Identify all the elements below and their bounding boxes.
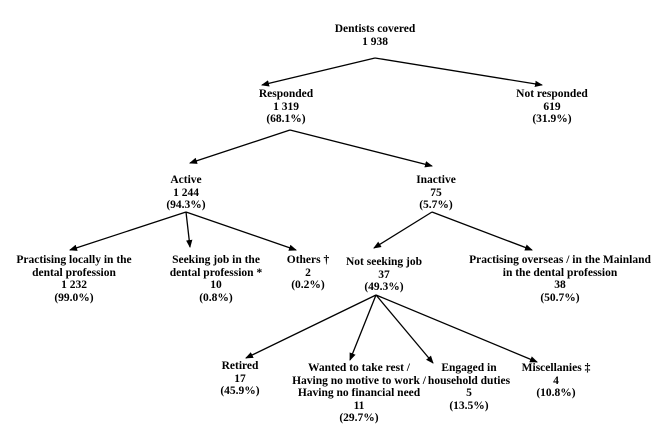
arrow-active-to-practising-locally [69,211,187,251]
arrow-active-to-others [185,211,297,251]
arrow-responded-to-inactive [289,129,433,168]
arrow-not-seeking-to-wanted-rest [349,294,377,361]
node-not-seeking-job: Not seeking job 37 (49.3%) [345,256,423,293]
node-wanted-rest: Wanted to take rest / Having no motive t… [292,362,426,424]
node-miscellanies: Miscellanies ‡ 4 (10.8%) [521,362,591,399]
node-dentists-covered: Dentists covered 1 938 [334,23,416,48]
node-not-responded: Not responded 619 (31.9%) [516,88,588,125]
arrow-not-seeking-to-household-duties [375,294,434,364]
arrow-root-to-not-responded [374,57,543,88]
arrow-not-seeking-to-retired [245,294,377,359]
node-seeking-job: Seeking job in the dental profession * 1… [169,254,263,304]
node-responded: Responded 1 319 (68.1%) [258,88,314,125]
node-retired: Retired 17 (45.9%) [220,360,260,397]
arrow-active-to-seeking-job [185,211,193,248]
node-practising-overseas: Practising overseas / in the Mainland in… [469,254,651,304]
node-active: Active 1 244 (94.3%) [166,174,206,211]
arrow-root-to-responded [261,57,376,87]
arrow-inactive-to-not-seeking-job [373,211,433,249]
node-household-duties: Engaged in household duties 5 (13.5%) [427,362,511,412]
node-others: Others † 2 (0.2%) [286,254,330,291]
arrow-responded-to-active [189,129,291,164]
node-inactive: Inactive 75 (5.7%) [416,174,456,211]
node-practising-locally: Practising locally in the dental profess… [16,254,132,304]
arrow-inactive-to-practising-overseas [431,211,533,251]
arrow-not-seeking-to-miscellanies [375,294,538,363]
